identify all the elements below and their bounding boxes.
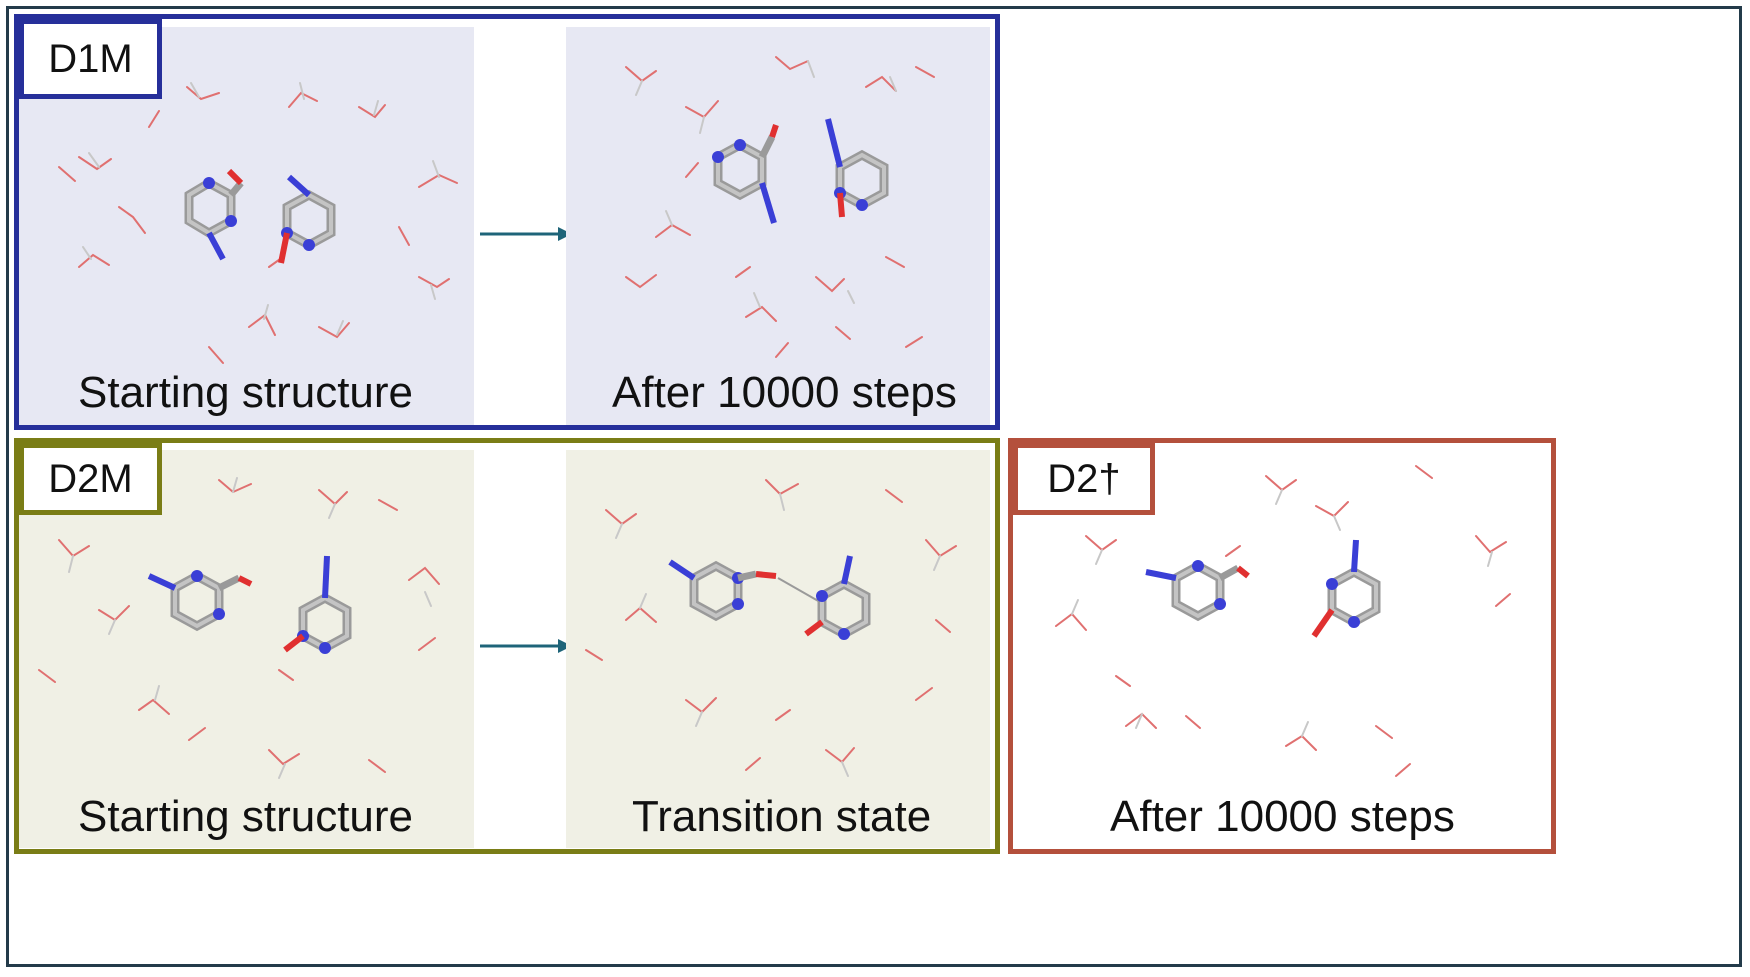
panel-d2dagger bbox=[1008, 438, 1556, 854]
d2m-left-caption: Starting structure bbox=[78, 792, 414, 841]
d2dagger-tag: D2† bbox=[1013, 443, 1155, 515]
pyrimidine-molecule-1 bbox=[147, 570, 253, 632]
pyrimidine-molecule-2 bbox=[1311, 539, 1381, 638]
d2m-right-caption: Transition state bbox=[632, 792, 932, 841]
pyrimidine-molecule-1 bbox=[712, 124, 779, 224]
pyrimidine-molecule-2 bbox=[804, 555, 871, 640]
d1m-arrow-icon bbox=[480, 227, 572, 241]
d1m-left-caption: Starting structure bbox=[78, 368, 414, 417]
d2m-arrow-icon bbox=[480, 639, 572, 653]
molecule-scene bbox=[1055, 465, 1511, 777]
d2dagger-caption: After 10000 steps bbox=[1110, 792, 1455, 841]
pyrimidine-molecule-1 bbox=[1145, 560, 1250, 622]
pyrimidine-molecule-2 bbox=[283, 555, 352, 654]
d2m-transition-state-image bbox=[566, 450, 990, 848]
pyrimidine-molecule-2 bbox=[278, 174, 336, 264]
molecule-scene bbox=[58, 82, 458, 364]
panel-d1m bbox=[14, 14, 1000, 430]
pyrimidine-molecule-2 bbox=[825, 118, 889, 218]
d2m-tag: D2M bbox=[19, 443, 162, 515]
molecule-scene bbox=[585, 479, 957, 777]
molecule-scene bbox=[625, 56, 935, 358]
d2m-starting-structure-image bbox=[19, 450, 474, 848]
molecule-scene bbox=[38, 477, 440, 779]
panel-d2m bbox=[14, 438, 1000, 854]
d1m-right-caption: After 10000 steps bbox=[612, 368, 957, 417]
figure-frame bbox=[6, 6, 1742, 967]
pyrimidine-molecule-1 bbox=[668, 559, 777, 622]
d1m-starting-structure-image bbox=[19, 27, 474, 425]
d1m-tag: D1M bbox=[19, 19, 162, 99]
d1m-after-steps-image bbox=[566, 27, 990, 425]
pyrimidine-molecule-1 bbox=[184, 168, 244, 261]
